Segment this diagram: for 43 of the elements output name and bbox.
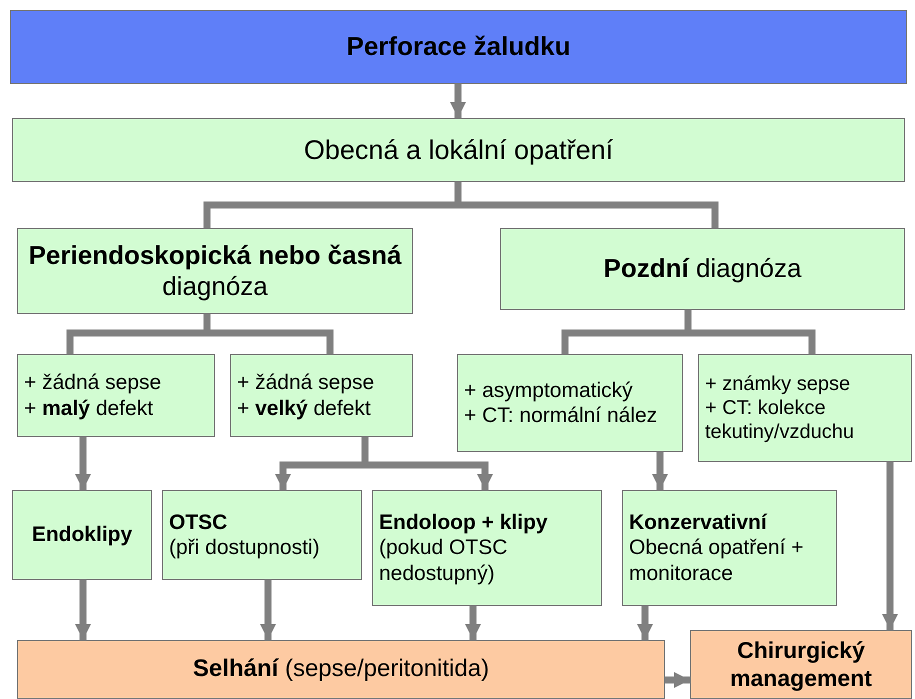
arrow xyxy=(75,437,91,490)
box-text: Selhání (sepse/peritonitida) xyxy=(192,655,490,684)
box-text: + velký defekt xyxy=(237,396,371,421)
arrow xyxy=(882,462,898,630)
process-box xyxy=(698,354,912,462)
process-box xyxy=(162,490,362,580)
arrow xyxy=(450,84,466,118)
outcome-box xyxy=(690,630,912,699)
box-text: Endoklipy xyxy=(32,522,132,548)
process-box xyxy=(17,228,413,314)
box-text: Pozdní diagnóza xyxy=(604,253,802,285)
box-text: OTSC xyxy=(169,510,228,535)
process-box xyxy=(12,490,152,580)
box-text: (při dostupnosti) xyxy=(169,535,320,560)
box-text: Periendoskopická nebo časná diagnóza xyxy=(28,240,402,302)
box-text: Chirurgický management xyxy=(729,636,873,692)
process-box xyxy=(457,354,683,452)
title-box xyxy=(10,10,907,84)
arrow xyxy=(665,672,690,688)
box-text: Konzervativní xyxy=(629,510,767,536)
process-box xyxy=(230,354,413,437)
box-text: + žádná sepse xyxy=(237,370,374,396)
box-text: Endoloop + klipy xyxy=(379,510,548,536)
box-text: Obecná opatření + monitorace xyxy=(629,535,805,586)
process-box xyxy=(12,118,905,182)
box-text: + žádná sepse xyxy=(24,370,162,396)
arrow xyxy=(637,606,653,640)
box-text: + malý defekt xyxy=(24,396,154,421)
arrow xyxy=(75,580,91,640)
process-box xyxy=(500,228,905,310)
process-box xyxy=(17,354,215,437)
box-text: + CT: kolekce tekutiny/vzduchu xyxy=(705,396,855,444)
box-text: Obecná a lokální opatření xyxy=(304,134,614,166)
arrow xyxy=(260,580,276,640)
box-text: (pokud OTSC nedostupný) xyxy=(379,535,508,586)
process-box xyxy=(622,490,837,606)
box-text: + asymptomatický xyxy=(464,378,633,403)
box-text: Perforace žaludku xyxy=(346,31,570,63)
outcome-box xyxy=(17,640,665,699)
box-text: + známky sepse xyxy=(705,372,850,396)
arrow xyxy=(652,452,668,490)
process-box xyxy=(372,490,602,606)
box-text: + CT: normální nález xyxy=(464,403,658,428)
